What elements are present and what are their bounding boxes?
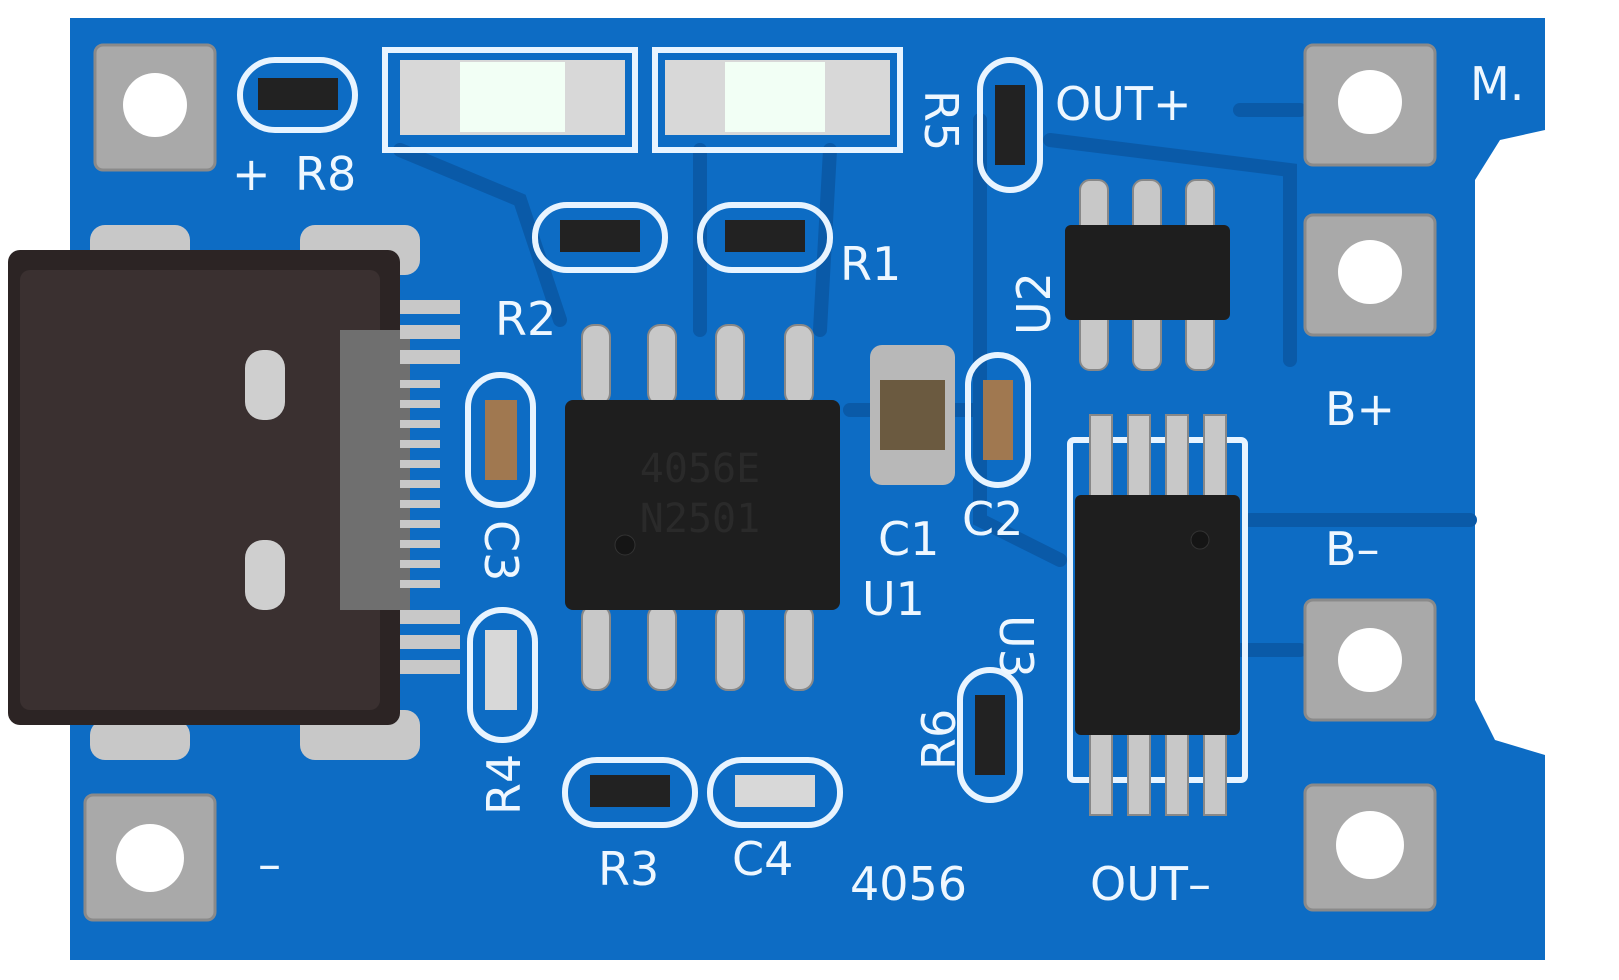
label-board-name: 4056 bbox=[850, 857, 967, 911]
label-plus: + bbox=[232, 147, 271, 201]
pad-bottom-left bbox=[83, 793, 217, 922]
resistor-r5 bbox=[977, 57, 1043, 193]
label-c3: C3 bbox=[474, 520, 528, 581]
label-c4: C4 bbox=[732, 832, 793, 886]
chip-u2 bbox=[1065, 179, 1230, 371]
label-r4: R4 bbox=[477, 754, 531, 815]
u1-marking-line2: N2501 bbox=[640, 496, 760, 542]
label-u1: U1 bbox=[862, 572, 925, 626]
label-b-minus: B– bbox=[1325, 522, 1380, 576]
resistor-r1 bbox=[697, 202, 833, 273]
resistor-r3 bbox=[562, 757, 698, 828]
label-r2: R2 bbox=[495, 292, 556, 346]
label-c2: C2 bbox=[962, 492, 1023, 546]
label-out-plus: OUT+ bbox=[1055, 77, 1192, 131]
label-minus: – bbox=[258, 837, 281, 891]
capacitor-c1 bbox=[870, 345, 955, 485]
label-b-plus: B+ bbox=[1325, 382, 1395, 436]
label-u3: U3 bbox=[989, 615, 1043, 678]
label-r5: R5 bbox=[914, 90, 968, 151]
resistor-r6 bbox=[957, 667, 1023, 803]
u1-marking-line1: 4056E bbox=[640, 446, 760, 492]
label-r8: R8 bbox=[295, 147, 356, 201]
pad-out-minus bbox=[1303, 783, 1437, 912]
label-r3: R3 bbox=[598, 842, 659, 896]
pad-top-left bbox=[93, 43, 217, 172]
pad-out-plus bbox=[1303, 43, 1437, 167]
label-c1: C1 bbox=[878, 512, 939, 566]
resistor-r2 bbox=[532, 202, 668, 273]
capacitor-c3 bbox=[465, 372, 536, 508]
label-m: M. bbox=[1470, 57, 1524, 111]
led-blue bbox=[652, 47, 903, 153]
label-r1: R1 bbox=[840, 237, 901, 291]
chip-u3 bbox=[1067, 414, 1248, 816]
capacitor-c2 bbox=[965, 352, 1031, 488]
chip-u1: 4056E N2501 bbox=[565, 324, 840, 691]
label-out-minus: OUT– bbox=[1090, 857, 1211, 911]
capacitor-c4 bbox=[707, 757, 843, 828]
pad-b-minus bbox=[1303, 598, 1437, 722]
usb-c-connector bbox=[8, 225, 460, 760]
pad-b-plus bbox=[1303, 213, 1437, 337]
led-red bbox=[382, 47, 638, 153]
label-r6: R6 bbox=[912, 709, 966, 770]
resistor-r4 bbox=[467, 607, 538, 743]
resistor-r8 bbox=[237, 57, 358, 133]
label-u2: U2 bbox=[1007, 272, 1061, 335]
